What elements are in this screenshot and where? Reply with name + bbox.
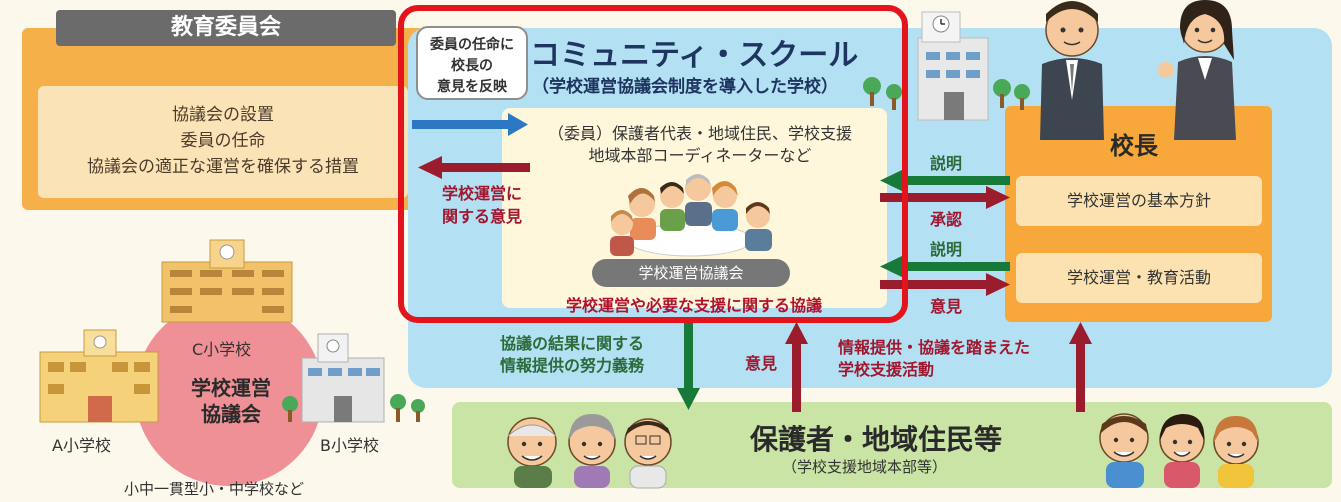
- school-c-label: C小学校: [192, 340, 252, 359]
- council-label: 学校運営協議会: [592, 259, 790, 287]
- opinion-to-principal-arrow: [880, 273, 1010, 296]
- tree-icons: [863, 77, 1030, 110]
- bubble-line-1: 委員の任命に: [430, 37, 514, 53]
- approve-arrow: [880, 186, 1010, 209]
- board-duty-1: 協議会の設置: [172, 105, 274, 125]
- opinion-to-board-line-1: 学校運営に: [441, 184, 522, 203]
- members-line-2: 地域本部コーディネーターなど: [588, 146, 812, 165]
- reflect-opinion-bubble: 委員の任命に 校長の 意見を反映: [416, 26, 528, 100]
- result-info-line-1: 協議の結果に関する: [500, 334, 645, 353]
- board-duty-2: 委員の任命: [180, 131, 266, 151]
- guardians-subtitle: （学校支援地域本部等）: [782, 458, 948, 476]
- school-b-label: B小学校: [320, 436, 379, 455]
- highlight-frame: [398, 5, 908, 323]
- school-building-icon: [917, 11, 989, 121]
- members-line-1: （委員）保護者代表・地域住民、学校支援: [547, 124, 852, 143]
- cluster-council-line-1: 学校運営: [191, 376, 271, 400]
- cluster-council-circle: [135, 300, 323, 486]
- opinion-to-board-line-2: 関する意見: [441, 207, 522, 226]
- council-description: 学校運営や必要な支援に関する協議: [565, 296, 822, 315]
- result-info-line-2: 情報提供の努力義務: [500, 356, 645, 375]
- principal-title: 校長: [1110, 132, 1158, 160]
- support-activity-arrow: [1069, 322, 1092, 412]
- explain-arrow-2: [880, 255, 1010, 278]
- school-b-building-icon: [282, 333, 425, 423]
- bubble-line-2: 校長の: [451, 58, 493, 74]
- school-a-building-icon: [39, 329, 159, 423]
- result-info-arrow: [677, 322, 700, 410]
- approve-label: 承認: [930, 210, 963, 229]
- guardians-right-icon: [1099, 413, 1259, 488]
- guardian-opinion-arrow: [785, 322, 808, 412]
- guardians-left-icon: [507, 414, 672, 489]
- explain-label-1: 説明: [930, 154, 963, 173]
- opinion-label: 意見: [930, 297, 963, 316]
- appointment-arrow: [412, 113, 528, 136]
- principal-man-icon: [1040, 1, 1104, 140]
- school-a-label: A小学校: [52, 436, 111, 455]
- explain-label-2: 説明: [930, 240, 963, 259]
- community-school-subtitle: （学校運営協議会制度を導入した学校）: [532, 77, 838, 97]
- explain-arrow-1: [880, 169, 1010, 192]
- council-meeting-icon: [610, 174, 772, 257]
- guardians-title: 保護者・地域住民等: [750, 423, 1003, 456]
- cluster-caption: 小中一貫型小・中学校など: [124, 480, 305, 498]
- board-duties: 協議会の設置 委員の任命 協議会の適正な運営を確保する措置: [38, 86, 408, 198]
- school-activity-box: 学校運営・教育活動: [1016, 253, 1262, 303]
- guardian-opinion-label: 意見: [745, 354, 778, 373]
- school-c-building-icon: [161, 239, 293, 323]
- support-line-1: 情報提供・協議を踏まえた: [838, 338, 1031, 357]
- board-title: 教育委員会: [56, 10, 396, 46]
- board-duty-3: 協議会の適正な運営を確保する措置: [87, 157, 359, 177]
- opinion-to-board-arrow: [418, 156, 530, 179]
- principal-woman-icon: [1158, 0, 1236, 140]
- basic-policy-box: 学校運営の基本方針: [1016, 176, 1262, 226]
- community-school-title: コミュニティ・スクール: [530, 38, 859, 73]
- bubble-line-3: 意見を反映: [437, 79, 507, 95]
- support-line-2: 学校支援活動: [838, 360, 935, 379]
- cluster-council-line-2: 協議会: [201, 402, 261, 426]
